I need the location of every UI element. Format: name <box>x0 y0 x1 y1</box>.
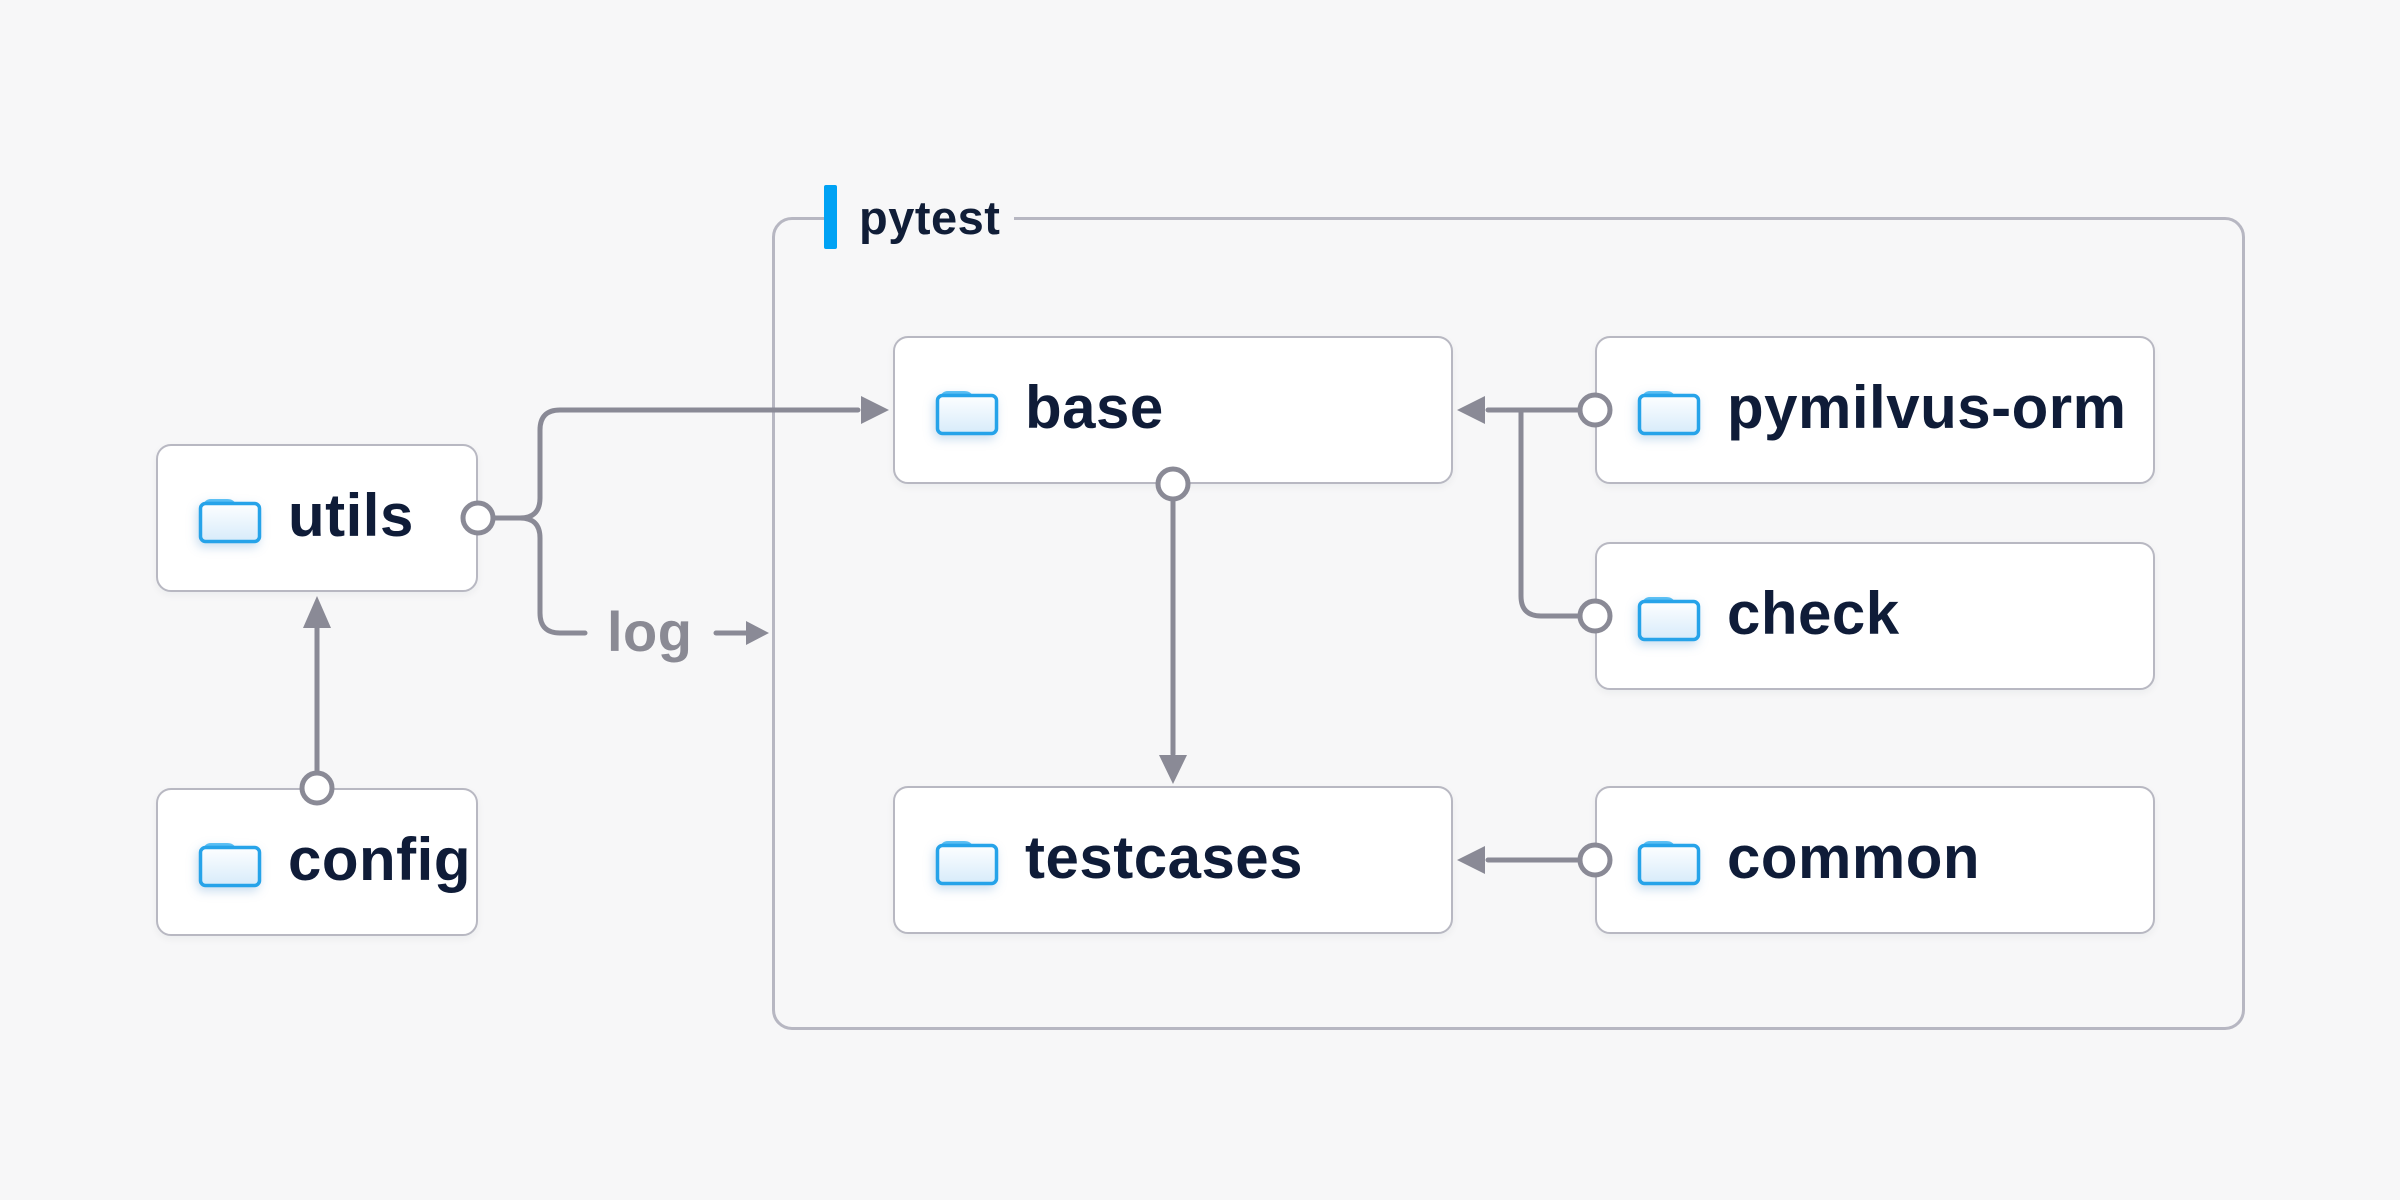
node-label: testcases <box>1025 824 1304 891</box>
node-label: pymilvus-orm <box>1727 374 2127 441</box>
node-check: check <box>1595 542 2155 690</box>
pytest-group-container <box>772 217 2245 1030</box>
accent-bar-icon <box>824 185 837 249</box>
node-config: config <box>156 788 478 936</box>
node-label: config <box>288 826 471 893</box>
folder-icon <box>933 833 1001 887</box>
folder-icon <box>1635 589 1703 643</box>
node-utils: utils <box>156 444 478 592</box>
edge-line <box>517 515 588 636</box>
folder-icon <box>196 835 264 889</box>
arrowhead-right-icon <box>746 621 769 645</box>
pytest-group-label: pytest <box>824 179 1015 255</box>
node-label: utils <box>288 482 414 549</box>
folder-icon <box>933 383 1001 437</box>
arrowhead-up-icon <box>303 596 331 628</box>
folder-icon <box>196 491 264 545</box>
node-label: common <box>1727 824 1981 891</box>
node-label: check <box>1727 580 1900 647</box>
node-base: base <box>893 336 1453 484</box>
node-label: base <box>1025 374 1164 441</box>
folder-icon <box>1635 833 1703 887</box>
node-pymilvus-orm: pymilvus-orm <box>1595 336 2155 484</box>
node-common: common <box>1595 786 2155 934</box>
group-label-text: pytest <box>859 190 1001 244</box>
edge-label-log: log <box>607 599 693 663</box>
edge-config-utils <box>299 596 335 806</box>
folder-icon <box>1635 383 1703 437</box>
node-testcases: testcases <box>893 786 1453 934</box>
